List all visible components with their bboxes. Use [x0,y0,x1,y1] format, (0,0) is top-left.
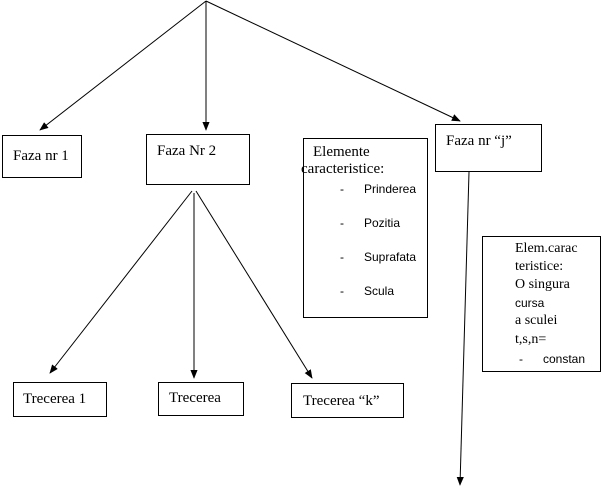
characteristic-text: Suprafata [364,250,417,264]
arrow-phase-j-down [456,171,470,486]
pass-2-box: Trecerea [158,382,244,416]
elem-carac-line2: teristice: [515,259,564,274]
pass-1-label: Trecerea 1 [23,391,87,407]
pass-k-label: Trecerea “k” [303,393,380,409]
elem-carac-line1: Elem.carac [515,241,578,256]
arrow-root-to-phase-j [205,0,461,122]
phase-j-label: Faza nr “j” [446,133,512,149]
pass-1-box: Trecerea 1 [13,382,107,417]
phase-2-box: Faza Nr 2 [146,134,250,185]
arrow-phase-2-to-pass-k [195,190,313,379]
bullet-dash: - [340,284,344,298]
elem-carac-line3: O singura [515,277,570,292]
elem-carac-line4: cursa [515,296,545,310]
phase-2-label: Faza Nr 2 [157,143,217,159]
elem-carac-line6: t,s,n= [515,332,547,347]
characteristic-text: Pozitia [364,216,401,230]
pass-k-box: Trecerea “k” [291,383,404,418]
bullet-dash: - [519,352,523,366]
bullet-dash: - [340,182,344,196]
characteristic-text: Scula [364,284,395,298]
phase-j-box: Faza nr “j” [435,124,542,172]
characteristics-box: Elemente caracteristice: - Prinderea - P… [301,138,428,318]
arrow-root-to-phase-1 [39,0,207,131]
characteristic-text: Prinderea [364,182,417,196]
pass-2-label: Trecerea [169,390,221,406]
elem-carac-line5: a sculei [515,313,558,328]
elem-carac-item-text: constan [543,352,586,366]
phase-1-label: Faza nr 1 [13,148,69,164]
bullet-dash: - [340,250,344,264]
characteristics-title-line1: Elemente [313,144,370,160]
bullet-dash: - [340,216,344,230]
arrow-phase-2-to-pass-1 [49,190,193,374]
characteristics-title-line2: caracteristice: [301,161,385,177]
phase-1-box: Faza nr 1 [2,135,82,178]
elem-carac-box: Elem.carac teristice: O singura cursa a … [482,236,601,372]
